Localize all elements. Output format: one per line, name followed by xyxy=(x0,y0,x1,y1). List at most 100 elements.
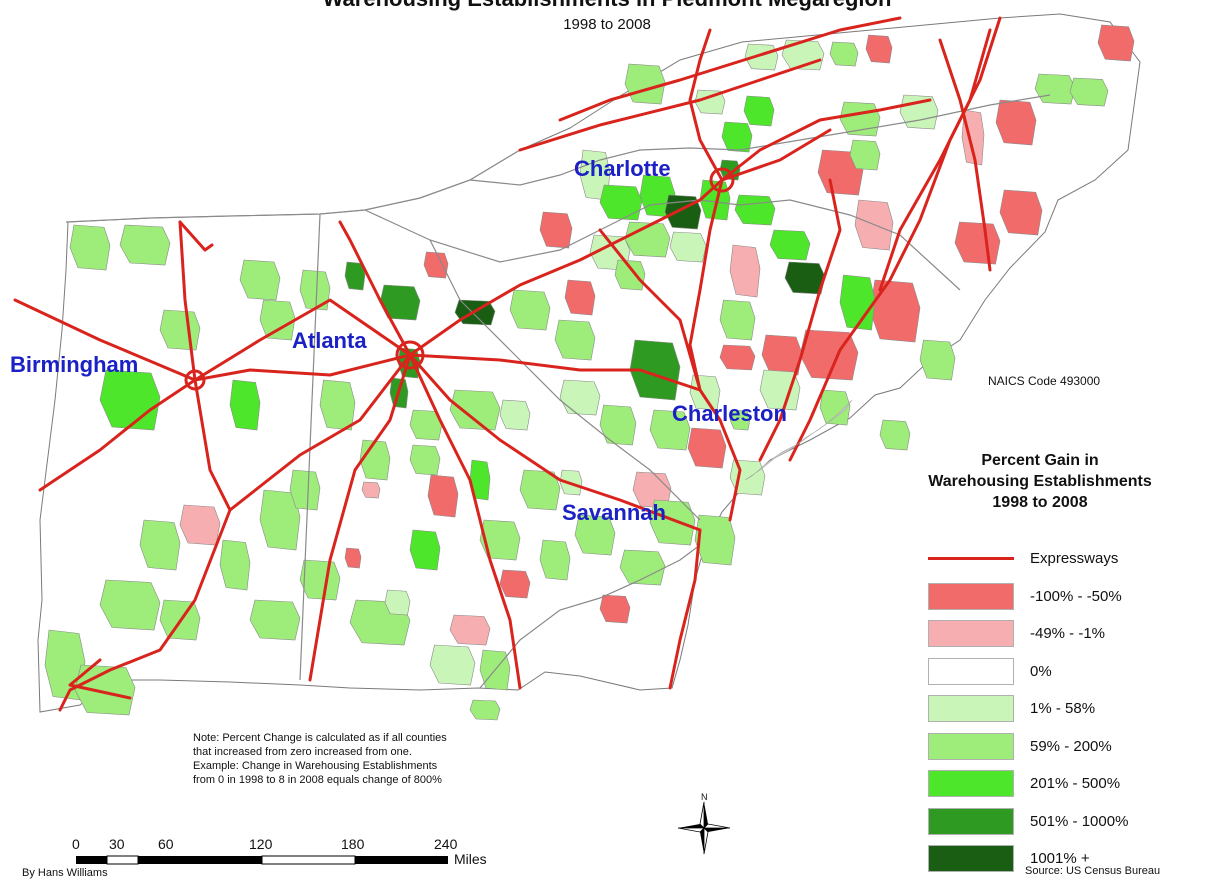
county-patch xyxy=(539,539,571,581)
expressway xyxy=(688,28,724,182)
legend-item: 201% - 500% xyxy=(928,765,1128,803)
expressway xyxy=(598,228,702,392)
county-patch xyxy=(743,95,775,127)
county-patch xyxy=(509,289,551,331)
county-patch xyxy=(249,599,301,641)
legend-label: 0% xyxy=(1030,662,1052,680)
expressway xyxy=(758,178,842,462)
county-patch xyxy=(99,579,161,631)
legend-title: Percent Gain in Warehousing Establishmen… xyxy=(880,450,1200,513)
expressway xyxy=(193,353,412,382)
expressway xyxy=(408,353,702,532)
scale-segment xyxy=(76,856,107,864)
city-label-charlotte: Charlotte xyxy=(574,156,671,181)
legend-item: 0% xyxy=(928,653,1128,691)
scale-segment xyxy=(169,856,262,864)
expressway xyxy=(408,353,522,690)
beltway xyxy=(184,369,206,391)
county-patch xyxy=(449,389,501,431)
city-label-birmingham: Birmingham xyxy=(10,352,139,377)
county-patch xyxy=(687,427,727,469)
county-patch xyxy=(1069,77,1109,107)
naics-code: NAICS Code 493000 xyxy=(988,374,1101,388)
county-patch xyxy=(879,419,911,451)
scale-tick: 240 xyxy=(434,836,458,852)
county-patch xyxy=(649,499,696,546)
legend-label: 501% - 1000% xyxy=(1030,812,1129,830)
legend-label: 1% - 58% xyxy=(1030,700,1096,718)
compass-rose-icon xyxy=(677,801,731,855)
county-patch xyxy=(869,279,921,343)
legend-swatch xyxy=(928,807,1014,835)
expressway xyxy=(878,28,992,292)
expressway xyxy=(178,220,214,252)
expressway xyxy=(938,38,992,272)
expressway xyxy=(720,98,932,182)
expressway xyxy=(408,178,724,357)
county-patch xyxy=(559,379,601,416)
map-subtitle: 1998 to 2008 xyxy=(563,16,651,33)
city-label-savannah: Savannah xyxy=(562,500,666,525)
county-patch xyxy=(574,514,616,556)
county-patch xyxy=(784,261,826,295)
expressway xyxy=(558,16,902,122)
county-patch xyxy=(179,504,221,546)
note-line: Note: Percent Change is calculated as if… xyxy=(193,732,447,744)
expressway xyxy=(788,16,1002,462)
map-note: Note: Percent Change is calculated as if… xyxy=(193,731,447,787)
coastal-marsh xyxy=(744,399,853,481)
expressway xyxy=(68,658,132,700)
county-patch xyxy=(599,594,631,624)
state-boundary xyxy=(65,149,521,223)
expressway-swatch xyxy=(928,557,1014,561)
county-patch xyxy=(769,229,811,261)
legend-title-line: 1998 to 2008 xyxy=(992,494,1088,511)
county-patch xyxy=(961,109,985,166)
county-patch xyxy=(361,481,381,499)
legend-label: -100% - -50% xyxy=(1030,587,1122,605)
county-patch xyxy=(839,274,876,331)
legend-swatch xyxy=(928,620,1014,648)
county-patch xyxy=(159,309,201,351)
county-patch xyxy=(229,379,261,431)
beltway xyxy=(395,340,425,370)
scale-bar xyxy=(76,855,448,865)
legend-swatch xyxy=(928,657,1014,685)
county-patch xyxy=(427,474,459,518)
scale-tick: 0 xyxy=(72,836,80,852)
county-patch xyxy=(829,41,859,67)
county-patch xyxy=(599,404,637,446)
county-patch xyxy=(761,334,803,376)
expressway xyxy=(338,220,412,357)
county-patch xyxy=(999,189,1043,236)
legend-item: 59% - 200% xyxy=(928,728,1128,766)
expressway xyxy=(408,353,702,392)
legend-label: 201% - 500% xyxy=(1030,775,1121,793)
legend-swatch xyxy=(928,845,1014,873)
expressway xyxy=(518,58,822,152)
state-boundary xyxy=(364,199,961,291)
legend: Expressways -100% - -50% -49% - -1% 0% 1… xyxy=(928,540,1128,878)
city-label-charleston: Charleston xyxy=(672,401,787,426)
scale-unit: Miles xyxy=(454,851,487,867)
expressway xyxy=(13,298,197,382)
county-patch xyxy=(849,139,881,171)
county-patch xyxy=(729,244,761,298)
scale-segment xyxy=(106,855,139,865)
county-patch xyxy=(299,269,331,311)
county-patch xyxy=(919,339,956,381)
county-patch xyxy=(299,559,341,601)
legend-item: -49% - -1% xyxy=(928,615,1128,653)
note-line: Example: Change in Warehousing Establish… xyxy=(193,760,438,772)
legend-label: -49% - -1% xyxy=(1030,625,1106,643)
expressway xyxy=(193,298,412,382)
county-patch xyxy=(409,444,441,476)
scale-tick: 180 xyxy=(341,836,365,852)
county-patch xyxy=(839,101,881,137)
county-patch xyxy=(1034,73,1076,105)
county-patch xyxy=(344,547,362,569)
county-patch xyxy=(624,63,666,105)
legend-swatch xyxy=(928,695,1014,723)
scale-tick: 60 xyxy=(158,836,174,852)
